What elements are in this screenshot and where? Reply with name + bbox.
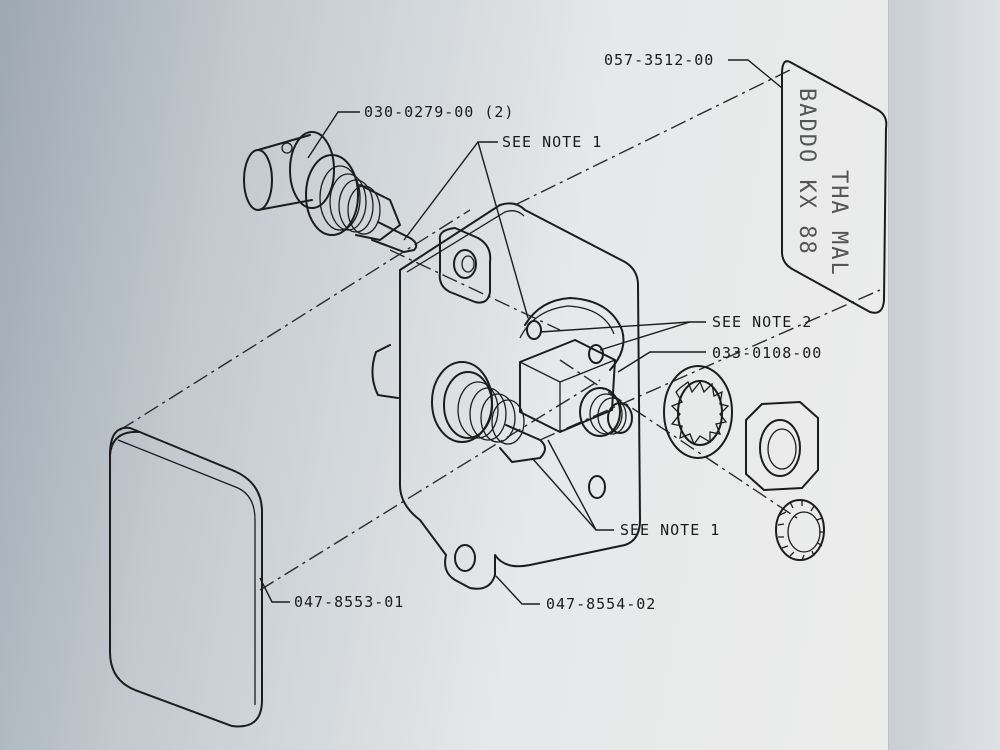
callout-bracket: 047-8554-02 [546, 595, 656, 613]
hex-nut [745, 401, 819, 491]
bnc-connector [243, 131, 418, 253]
callout-see-note-1-bottom: SEE NOTE 1 [620, 521, 720, 539]
callout-label-plate: 057-3512-00 [604, 51, 714, 69]
plate-text-line2: THA MAL [826, 170, 851, 277]
leader-lines [259, 59, 783, 605]
callout-see-note-1-top: SEE NOTE 1 [502, 133, 602, 151]
panel-bnc-jack [431, 361, 546, 463]
projection-lines [119, 69, 881, 591]
callouts: 030-0279-00 (2) SEE NOTE 1 057-3512-00 S… [294, 51, 822, 613]
callout-see-note-2: SEE NOTE 2 [712, 313, 812, 331]
mounting-bracket [371, 202, 641, 590]
label-plate: BADDO KX 88 THA MAL [781, 60, 888, 314]
front-cover [109, 426, 263, 728]
plate-text-line1: BADDO KX 88 [794, 88, 819, 256]
lock-washer [663, 365, 733, 459]
paper-edge [888, 0, 1000, 750]
callout-bnc-connector: 030-0279-00 (2) [364, 103, 514, 121]
threaded-jack [579, 387, 633, 437]
knurled-cap [775, 499, 825, 561]
callout-cover: 047-8553-01 [294, 593, 404, 611]
callout-lock-washer: 033-0108-00 [712, 344, 822, 362]
